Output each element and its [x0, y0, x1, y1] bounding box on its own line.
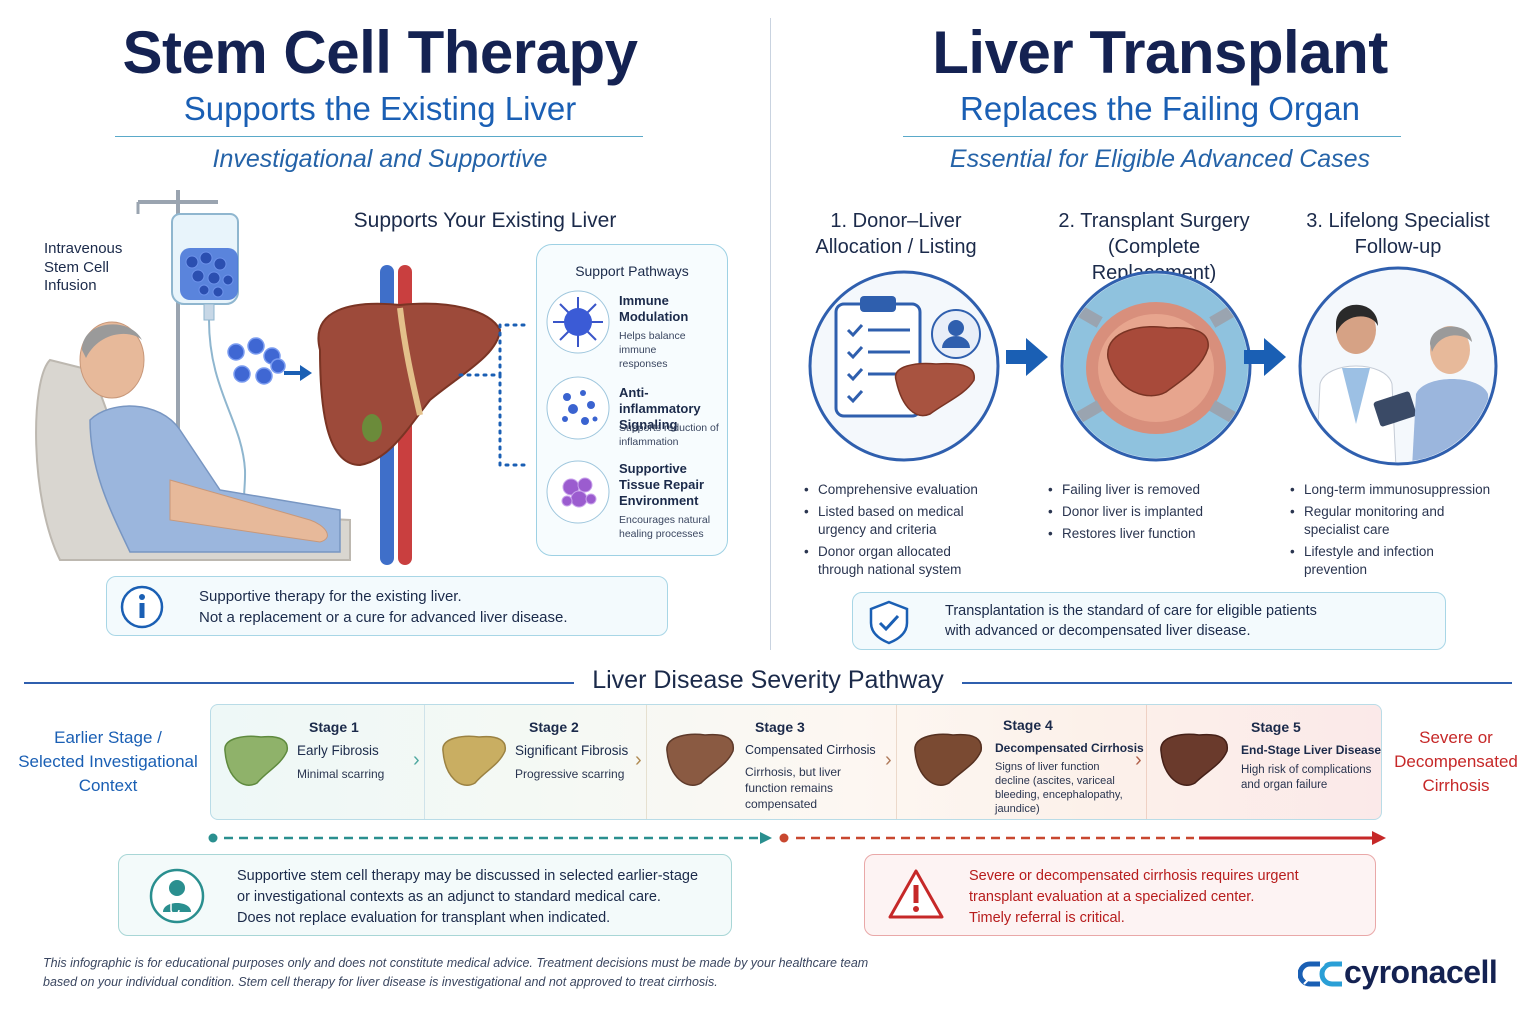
right-tagline: Essential for Eligible Advanced Cases — [949, 145, 1371, 173]
warning-icon — [888, 869, 944, 919]
left-subtitle: Supports the Existing Liver — [183, 90, 577, 127]
immune-cell-icon — [546, 290, 610, 354]
step-1-bullets: Comprehensive evaluation Listed based on… — [804, 481, 1004, 583]
severity-title: Liver Disease Severity Pathway — [592, 666, 944, 694]
supports-head: Supports Your Existing Liver — [353, 209, 617, 232]
stem-cell-note: Supportive therapy for the existing live… — [106, 576, 668, 636]
allocation-illustration — [808, 270, 1000, 462]
list-item: Comprehensive evaluation — [804, 481, 1004, 499]
signaling-dots-icon — [546, 376, 610, 440]
liver-stage3-icon — [666, 733, 735, 786]
liver-stage1-icon — [224, 735, 289, 786]
stage-4: Stage 4 Decompensated Cirrhosis Signs of… — [897, 705, 1147, 819]
list-item: Failing liver is removed — [1048, 481, 1248, 499]
step-2-bullets: Failing liver is removed Donor liver is … — [1048, 481, 1248, 547]
right-title: Liver Transplant — [932, 19, 1388, 86]
center-divider — [770, 18, 771, 650]
disclaimer: This infographic is for educational purp… — [43, 956, 869, 989]
brand-name: cyronacell — [1344, 954, 1498, 990]
left-tagline: Investigational and Supportive — [212, 145, 548, 173]
stage-2: Stage 2 Significant Fibrosis Progressive… — [425, 705, 647, 819]
severe-warning-note: Severe or decompensated cirrhosis requir… — [864, 854, 1376, 936]
severity-stages: Stage 1 Early Fibrosis Minimal scarring … — [210, 704, 1382, 820]
stage-5: Stage 5 End-Stage Liver Disease High ris… — [1147, 705, 1381, 819]
follow-up-illustration — [1298, 266, 1498, 466]
left-title-rule — [115, 136, 643, 137]
stage-1: Stage 1 Early Fibrosis Minimal scarring — [211, 705, 425, 819]
info-icon — [120, 585, 164, 629]
list-item: Restores liver function — [1048, 525, 1248, 543]
tissue-cells-icon — [546, 460, 610, 524]
brand-logo: cyronacell — [1298, 954, 1520, 994]
infusion-label: Intravenous Stem Cell Infusion — [44, 240, 123, 294]
doctor-icon — [149, 868, 205, 924]
arrow-right-icon — [1006, 338, 1048, 376]
left-title: Stem Cell Therapy — [122, 19, 638, 86]
progression-arrows — [208, 831, 1386, 845]
stage-3: Stage 3 Compensated Cirrhosis Cirrhosis,… — [647, 705, 897, 819]
chevron-right-icon: › — [635, 749, 642, 771]
severity-rule-right — [962, 682, 1512, 684]
right-subtitle: Replaces the Failing Organ — [960, 90, 1360, 127]
right-title-rule — [903, 136, 1401, 137]
liver-stage5-icon — [1160, 733, 1229, 786]
surgery-illustration — [1060, 270, 1252, 462]
chevron-right-icon: › — [885, 749, 892, 771]
chevron-right-icon: › — [1135, 749, 1142, 771]
list-item: Long-term immunosuppression — [1290, 481, 1520, 499]
chevron-right-icon: › — [413, 749, 420, 771]
support-pathways-title: Support Pathways — [575, 263, 689, 279]
arrow-right-icon — [1244, 338, 1286, 376]
brand-mark-icon — [1298, 961, 1342, 987]
severity-rule-left — [24, 682, 574, 684]
shield-check-icon — [869, 600, 909, 645]
list-item: Donor liver is implanted — [1048, 503, 1248, 521]
transplant-note: Transplantation is the standard of care … — [852, 592, 1446, 650]
liver-stage4-icon — [914, 733, 983, 786]
stem-cell-context-note: Supportive stem cell therapy may be disc… — [118, 854, 732, 936]
liver-stage2-icon — [442, 735, 507, 786]
infusion-illustration — [35, 190, 532, 565]
step-3-bullets: Long-term immunosuppression Regular moni… — [1290, 481, 1520, 583]
